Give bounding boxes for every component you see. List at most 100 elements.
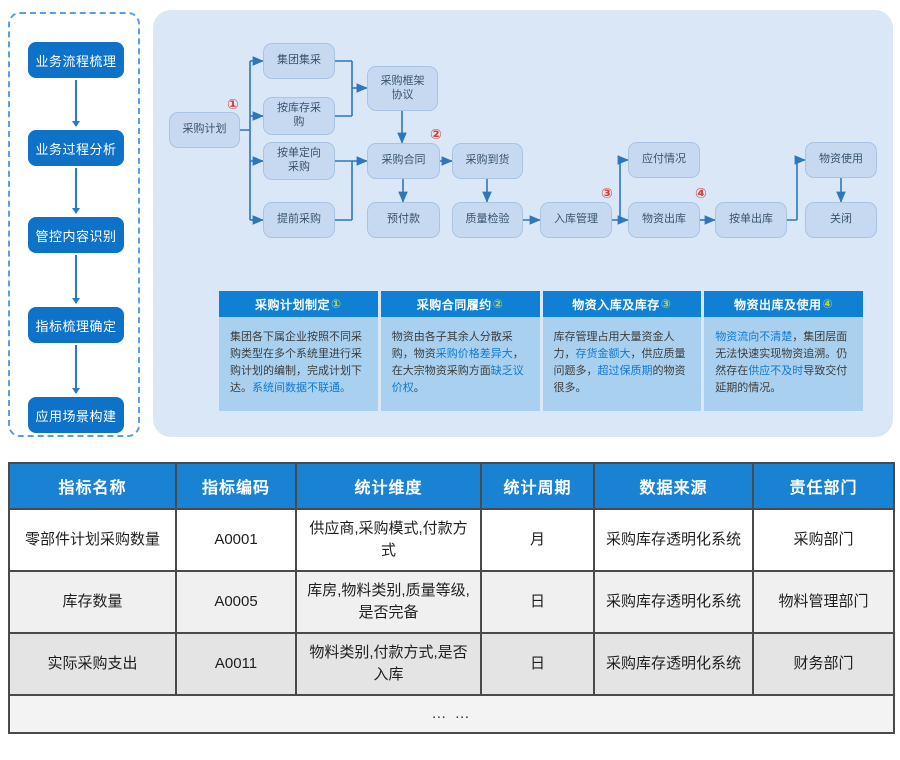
- col-header-indicator-code: 指标编码: [175, 462, 297, 510]
- cell-stat-period: 日: [480, 570, 595, 634]
- cell-indicator-name: 实际采购支出: [8, 632, 177, 696]
- col-header-indicator-name: 指标名称: [8, 462, 177, 510]
- step-application-scenario-build: 应用场景构建: [28, 397, 124, 433]
- issue-header-number: ④: [822, 297, 834, 311]
- issue-header-number: ①: [331, 297, 342, 311]
- flow-node-quality-inspection: 质量检验: [452, 202, 523, 238]
- issue-text: 集团各下属企业按照不同采购类型在多个系统里进行采购计划的编制，完成计划下达。: [230, 331, 362, 395]
- step-connector-arrow: [72, 80, 80, 127]
- flow-node-advance-purchasing: 提前采购: [263, 202, 335, 238]
- cell-indicator-code: A0011: [175, 632, 297, 696]
- step-connector-arrow: [72, 168, 80, 214]
- flow-node-payable-status: 应付情况: [628, 142, 700, 178]
- issue-text: ，供应质量问题多，: [553, 348, 686, 378]
- flow-node-order-purchasing: 按单定向采购: [263, 142, 335, 180]
- cell-data-source: 采购库存透明化系统: [593, 632, 754, 696]
- flow-node-procurement-plan: 采购计划: [169, 112, 240, 148]
- col-header-stat-period: 统计周期: [480, 462, 595, 510]
- issue-body-inventory: 库存管理占用大量资金人力，存货金额大，供应质量问题多，超过保质期的物资很多。: [542, 317, 702, 411]
- col-header-stat-dimension: 统计维度: [295, 462, 482, 510]
- cell-stat-dimension: 库房,物料类别,质量等级,是否完备: [295, 570, 482, 634]
- issue-text-highlight: 采购价格差异大: [435, 348, 513, 361]
- issue-body-outbound: 物资流向不清楚，集团层面无法快速实现物资追溯。仍然存在供应不及时导致交付延期的情…: [704, 317, 863, 411]
- table-row: 实际采购支出 A0011 物料类别,付款方式,是否入库 日 采购库存透明化系统 …: [8, 632, 895, 696]
- table-row: 库存数量 A0005 库房,物料类别,质量等级,是否完备 日 采购库存透明化系统…: [8, 570, 895, 634]
- issue-text: ，集团层面无法快速实现物资追溯。仍然存在: [715, 331, 848, 378]
- flow-node-goods-arrival: 采购到货: [452, 143, 523, 179]
- flow-node-outbound-by-order: 按单出库: [715, 202, 787, 238]
- cell-data-source: 采购库存透明化系统: [593, 570, 754, 634]
- issue-header-number: ②: [492, 297, 504, 311]
- flow-node-purchase-contract: 采购合同: [367, 143, 440, 179]
- cell-indicator-code: A0001: [175, 508, 297, 572]
- more-indicator: … …: [8, 694, 895, 734]
- flow-node-material-outbound: 物资出库: [628, 202, 700, 238]
- issue-header-number: ③: [660, 297, 672, 311]
- step-business-process-sorting: 业务流程梳理: [28, 42, 124, 78]
- flow-node-framework-agreement: 采购框架协议: [367, 66, 438, 111]
- flow-connectors: [240, 56, 846, 225]
- flow-node-prepayment: 预付款: [367, 202, 440, 238]
- flow-marker-3: ③: [601, 185, 613, 201]
- cell-data-source: 采购库存透明化系统: [593, 508, 754, 572]
- cell-stat-dimension: 供应商,采购模式,付款方式: [295, 508, 482, 572]
- flow-node-stock-purchasing: 按库存采购: [263, 97, 335, 135]
- flow-node-group-purchasing: 集团集采: [263, 43, 335, 79]
- flow-node-material-usage: 物资使用: [805, 142, 877, 178]
- cell-indicator-name: 库存数量: [8, 570, 177, 634]
- edge-inbound-split: [612, 160, 621, 221]
- issue-text: 物资由各子其余人分散采购，物资: [391, 331, 513, 361]
- issue-text: ，在大宗物资采购方面: [391, 348, 524, 378]
- step-indicator-sorting-confirm: 指标梳理确定: [28, 307, 124, 343]
- issue-text-highlight: 超过保质期: [597, 365, 653, 378]
- flow-node-inbound-management: 入库管理: [540, 202, 612, 238]
- issue-text: 的物资很多。: [553, 365, 686, 395]
- issue-body-plan: 集团各下属企业按照不同采购类型在多个系统里进行采购计划的编制，完成计划下达。系统…: [219, 317, 378, 411]
- cell-stat-period: 日: [480, 632, 595, 696]
- edge-order-up: [787, 160, 798, 221]
- step-connector-arrow: [72, 255, 80, 304]
- cell-resp-department: 财务部门: [752, 632, 895, 696]
- flow-marker-2: ②: [430, 126, 442, 142]
- issue-text: 。: [413, 382, 425, 395]
- edge-plan-trunk: [240, 61, 251, 220]
- table-more-row: … …: [8, 694, 895, 734]
- cell-resp-department: 物料管理部门: [752, 570, 895, 634]
- edge-join-contract: [335, 161, 353, 221]
- methodology-steps-panel: 业务流程梳理 业务过程分析 管控内容识别 指标梳理确定 应用场景构建: [8, 12, 140, 437]
- issue-text-highlight: 缺乏议价权: [391, 365, 524, 395]
- issue-body-contract: 物资由各子其余人分散采购，物资采购价格差异大，在大宗物资采购方面缺乏议价权。: [380, 317, 540, 411]
- procurement-flow-panel: 采购计划 集团集采 按库存采购 按单定向采购 提前采购 采购框架协议 采购合同 …: [153, 10, 893, 437]
- flow-marker-1: ①: [227, 96, 239, 112]
- issue-text-highlight: 系统间数据不联通。: [252, 382, 351, 395]
- issue-header-label: 物资出库及使用: [734, 297, 822, 312]
- cell-resp-department: 采购部门: [752, 508, 895, 572]
- issue-text: 导致交付延期的情况。: [715, 365, 848, 395]
- cell-indicator-name: 零部件计划采购数量: [8, 508, 177, 572]
- step-connector-arrow: [72, 345, 80, 394]
- cell-stat-period: 月: [480, 508, 595, 572]
- edge-join-framework: [335, 60, 353, 117]
- cell-stat-dimension: 物料类别,付款方式,是否入库: [295, 632, 482, 696]
- step-control-content-identify: 管控内容识别: [28, 217, 124, 253]
- indicator-table-header-row: 指标名称 指标编码 统计维度 统计周期 数据来源 责任部门: [8, 462, 895, 510]
- col-header-resp-department: 责任部门: [752, 462, 895, 510]
- cell-indicator-code: A0005: [175, 570, 297, 634]
- issue-text-highlight: 存货金额大: [575, 348, 631, 361]
- issue-text: 库存管理占用大量资金人力，: [553, 331, 675, 361]
- flow-node-close: 关闭: [805, 202, 877, 238]
- table-row: 零部件计划采购数量 A0001 供应商,采购模式,付款方式 月 采购库存透明化系…: [8, 508, 895, 572]
- issue-header-label: 物资入库及库存: [572, 297, 660, 312]
- indicator-table: 指标名称 指标编码 统计维度 统计周期 数据来源 责任部门 零部件计划采购数量 …: [8, 462, 895, 734]
- issue-header-label: 采购合同履约: [416, 297, 492, 312]
- flow-marker-4: ④: [695, 185, 707, 201]
